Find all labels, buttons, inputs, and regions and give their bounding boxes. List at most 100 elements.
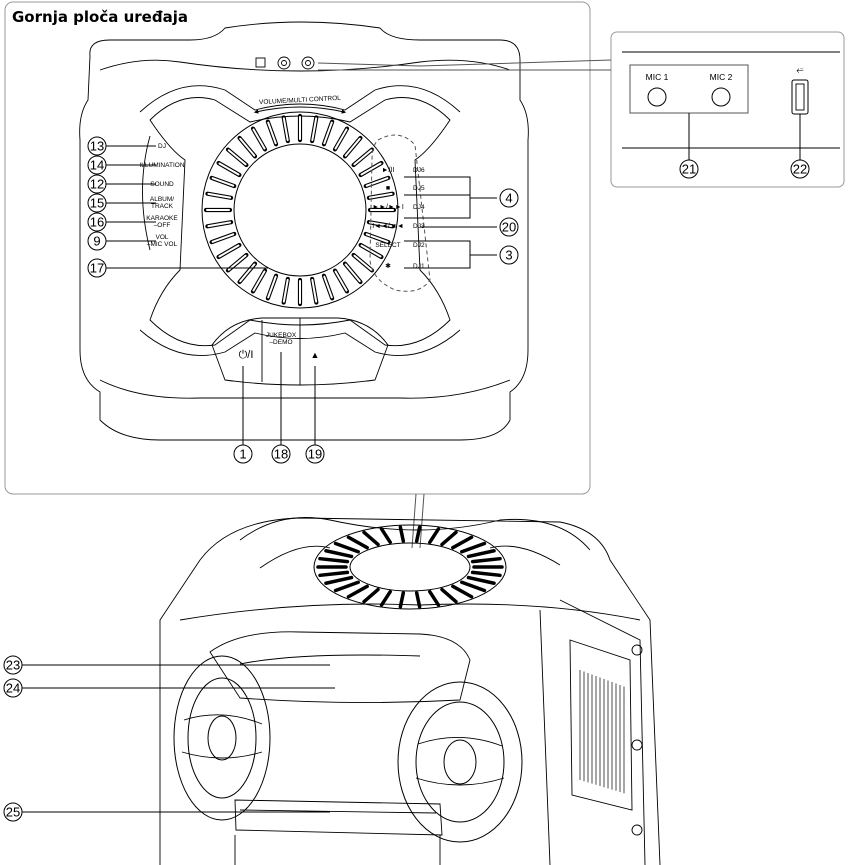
ring-fin — [379, 527, 392, 545]
left-panel-edge — [142, 135, 151, 251]
ring-fin — [428, 527, 441, 545]
knob-fin-inner — [211, 177, 235, 187]
callout-circle — [87, 193, 107, 213]
knob-fin-inner — [207, 221, 232, 228]
ring-fin — [398, 525, 406, 543]
top-panel-frame — [4, 1, 591, 495]
bottom-buttons: ⏻/I JUKEBOX–DEMO ▲ 1 18 19 — [211, 317, 389, 464]
dj-label: DJ3 — [413, 223, 425, 230]
knob-fin-inner — [344, 137, 361, 157]
knob-fin-inner — [360, 162, 382, 176]
ring-fin — [362, 530, 380, 547]
ring-fin — [414, 591, 422, 609]
ring-fin — [460, 580, 487, 593]
dj-label: DJ2 — [413, 242, 425, 249]
callout-14: 14 — [90, 158, 104, 173]
page-title: Gornja ploča uređaja — [12, 8, 188, 26]
callout-23: 23 — [6, 658, 20, 673]
knob-fin-inner — [368, 221, 393, 228]
next-button[interactable]: ►►/►►I — [372, 204, 404, 211]
ring-fin — [440, 587, 458, 604]
dj-button[interactable]: DJ — [158, 143, 166, 150]
knob-fin-inner — [211, 233, 235, 243]
ring-fin — [362, 587, 380, 604]
knob-fin-inner — [344, 263, 361, 283]
knob-fin-inner — [267, 275, 277, 299]
ring-fin — [398, 591, 406, 609]
knob-fin-inner — [311, 117, 318, 142]
prev-button[interactable]: I◄◄/◄◄ — [372, 223, 404, 230]
power-button[interactable]: ⏻/I — [239, 349, 254, 361]
knob-fin-inner — [239, 137, 256, 157]
ring-fin — [470, 556, 502, 564]
callout-25: 25 — [6, 805, 20, 820]
body-callouts: 23 24 25 — [3, 655, 335, 822]
callout-circle — [87, 136, 107, 156]
usb-icon: ⭉ — [796, 65, 803, 75]
callout-21: 21 — [682, 162, 696, 177]
knob-fin-inner — [252, 128, 266, 150]
play-pause-button[interactable]: ►/II — [382, 167, 395, 174]
knob-fin-inner — [282, 278, 289, 303]
knob-fin-inner — [311, 278, 318, 303]
knob-fin-inner — [360, 244, 382, 258]
ring-fin — [324, 575, 354, 586]
right-callouts: 4 20 3 — [404, 176, 519, 269]
ring-fin — [318, 570, 350, 578]
knob-fin-inner — [282, 117, 289, 142]
eject-button[interactable]: ▲ — [311, 350, 320, 360]
ring-fin — [451, 535, 474, 550]
ring-fin — [440, 530, 458, 547]
knob-fin-inner — [227, 149, 247, 166]
callout-4: 4 — [505, 191, 512, 206]
callout-1: 1 — [239, 447, 246, 462]
bluetooth-button[interactable]: ✱ — [385, 262, 391, 270]
knob-fin-inner — [353, 254, 373, 271]
mic1-jack[interactable] — [647, 87, 667, 107]
mic1-label: MIC 1 — [646, 72, 669, 82]
vol-button[interactable]: VOL–MIC VOL — [147, 234, 178, 248]
ring-fin — [346, 535, 369, 550]
callout-13: 13 — [90, 139, 104, 154]
callout-circle — [87, 231, 107, 251]
callout-circle — [87, 174, 107, 194]
ring-fin — [333, 580, 360, 593]
illumination-button[interactable]: ILLUMINATION — [139, 162, 184, 169]
stop-button[interactable]: ■ — [386, 185, 390, 192]
callout-24: 24 — [6, 681, 20, 696]
knob-fin-inner — [207, 192, 232, 199]
mic2-jack[interactable] — [711, 87, 731, 107]
karaoke-button[interactable]: KARAOKE–OFF — [146, 215, 178, 229]
ports-inset: MIC 1 MIC 2 ⭉ 21 22 — [317, 31, 845, 188]
ring-fin — [466, 548, 496, 559]
ring-fin — [379, 589, 392, 607]
ring-fin — [414, 525, 422, 543]
knob-fin-inner — [353, 149, 373, 166]
callout-22: 22 — [793, 162, 807, 177]
dj-label: DJ6 — [413, 167, 425, 174]
ring-fin — [466, 575, 496, 586]
callout-3: 3 — [505, 248, 512, 263]
knob-fin-inner — [218, 244, 240, 258]
dj-label: DJ5 — [413, 185, 425, 192]
ring-fin — [451, 584, 474, 599]
knob-callout: 17 — [87, 258, 268, 278]
callout-circle — [87, 212, 107, 232]
select-button[interactable]: SELECT — [375, 242, 400, 249]
volume-label: VOLUME/MULTI CONTROL — [259, 95, 341, 106]
callout-circle — [87, 155, 107, 175]
ring-fin — [324, 548, 354, 559]
dj-label: DJ1 — [413, 263, 425, 270]
jukebox-button[interactable]: JUKEBOX–DEMO — [266, 332, 297, 346]
knob-fin-inner — [252, 270, 266, 292]
knob-fin-inner — [365, 177, 389, 187]
callout-16: 16 — [90, 215, 104, 230]
ring-fin — [470, 570, 502, 578]
album-track-button[interactable]: ALBUM/TRACK — [150, 196, 174, 210]
sound-button[interactable]: SOUND — [150, 181, 174, 188]
ring-fin — [460, 541, 487, 554]
callout-15: 15 — [90, 196, 104, 211]
